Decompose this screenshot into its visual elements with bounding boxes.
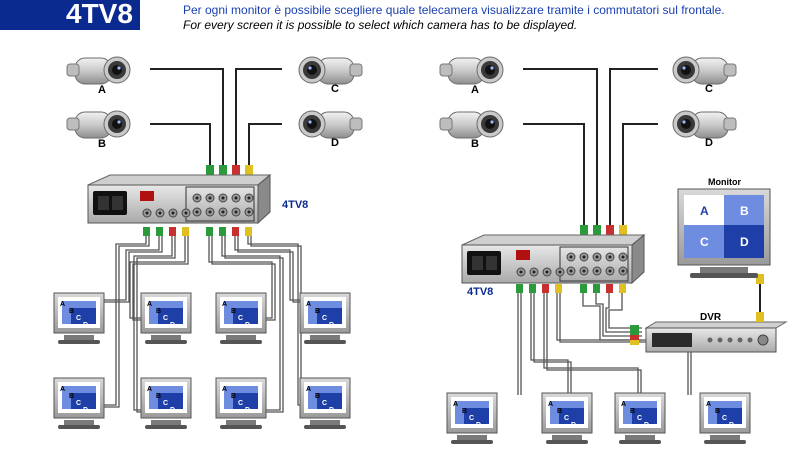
cable-plug-green: [593, 225, 601, 235]
monitor-quad-label: B: [69, 308, 74, 315]
camera-c: [298, 56, 363, 85]
monitor-quad-label: C: [76, 315, 81, 322]
monitor-quad-label: A: [621, 401, 626, 408]
monitor-cables-right: [517, 293, 692, 395]
monitor-quad-label: B: [315, 393, 320, 400]
monitor-quad-label: D: [170, 322, 175, 329]
monitor-quad-label: D: [729, 422, 734, 429]
camera-b-right: [440, 111, 503, 138]
monitor-quad-label: D: [170, 407, 175, 414]
dvr-label: DVR: [700, 312, 722, 323]
camera-label-c: C: [331, 83, 339, 95]
camera-c-right: [672, 56, 737, 85]
dvr-cables: [582, 293, 642, 341]
monitor-quad-label: C: [322, 315, 327, 322]
camera-label-d: D: [331, 137, 339, 149]
main-monitor: [677, 188, 771, 278]
camera-label-d-right: D: [705, 137, 713, 149]
monitor-quad-label: C: [469, 415, 474, 422]
camera-d-right: [672, 110, 737, 139]
monitor-quad-label: B: [156, 308, 161, 315]
monitor-quad-label: B: [557, 408, 562, 415]
output-plugs-left: [143, 227, 252, 236]
cable-plug-yellow: [245, 165, 253, 175]
monitor-quad-label: A: [706, 401, 711, 408]
monitor-quad-label: D: [571, 422, 576, 429]
monitor-quad-label: B: [315, 308, 320, 315]
monitor-quad-label: C: [238, 400, 243, 407]
monitor-quad-label: D: [329, 322, 334, 329]
monitor-quad-label: A: [222, 386, 227, 393]
page-title: 4TV8: [66, 0, 133, 29]
monitor-quad-label: C: [163, 315, 168, 322]
dvr-input-plugs: [630, 325, 639, 345]
camera-label-b-right: B: [471, 138, 479, 150]
cable-plug-red: [232, 165, 240, 175]
monitor-quad-label: B: [156, 393, 161, 400]
monitor-quad-label: C: [238, 315, 243, 322]
monitor-quad-label: A: [60, 301, 65, 308]
quad-label-b: B: [740, 204, 749, 218]
camera-label-c-right: C: [705, 83, 713, 95]
camera-b: [67, 111, 130, 138]
dvr-monitor-cable: [756, 274, 764, 322]
monitor-quad-label: A: [453, 401, 458, 408]
monitor-quad-label: C: [722, 415, 727, 422]
camera-d: [298, 110, 363, 139]
switcher-label-right: 4TV8: [467, 286, 493, 298]
camera-label-a: A: [98, 84, 106, 96]
monitor-quad-label: A: [548, 401, 553, 408]
monitor-quad-label: A: [147, 301, 152, 308]
switcher-unit-left: [87, 173, 272, 225]
monitor-cables-left: [103, 236, 303, 413]
monitor-quad-label: C: [322, 400, 327, 407]
cable-plug-green: [206, 165, 214, 175]
monitor-quad-label: D: [644, 422, 649, 429]
switcher-label-left: 4TV8: [282, 199, 308, 211]
switcher-unit-right: [461, 233, 646, 285]
description-italian: Per ogni monitor è possibile scegliere q…: [183, 3, 725, 17]
description-english: For every screen it is possible to selec…: [183, 18, 578, 32]
monitor-quad-label: C: [163, 400, 168, 407]
monitor-quad-label: C: [76, 400, 81, 407]
monitor-quad-label: C: [637, 415, 642, 422]
monitor-quad-label: B: [69, 393, 74, 400]
monitor-quad-label: A: [306, 386, 311, 393]
cable-plug-green: [580, 225, 588, 235]
monitor-quad-label: B: [715, 408, 720, 415]
cable-plug-green: [219, 165, 227, 175]
camera-cables-right: [523, 68, 658, 228]
monitor-quad-label: D: [83, 407, 88, 414]
monitor-quad-label: B: [231, 393, 236, 400]
monitor-quad-label: A: [60, 386, 65, 393]
quad-label-a: A: [700, 204, 709, 218]
monitor-quad-label: A: [147, 386, 152, 393]
output-plugs-right: [516, 284, 626, 293]
camera-label-b: B: [98, 138, 106, 150]
monitor-quad-label: B: [231, 308, 236, 315]
dvr-unit: [644, 321, 788, 353]
quad-label-c: C: [700, 235, 709, 249]
cable-plug-red: [606, 225, 614, 235]
monitor-quad-label: D: [83, 322, 88, 329]
monitor-quad-label: C: [564, 415, 569, 422]
monitor-quad-label: A: [222, 301, 227, 308]
monitor-quad-label: B: [630, 408, 635, 415]
monitor-quad-label: B: [462, 408, 467, 415]
monitor-quad-label: D: [329, 407, 334, 414]
monitor-quad-label: D: [245, 322, 250, 329]
monitor-quad-label: D: [476, 422, 481, 429]
monitor-quad-label: D: [245, 407, 250, 414]
monitor-label: Monitor: [708, 177, 741, 187]
monitor-quad-label: A: [306, 301, 311, 308]
camera-label-a-right: A: [471, 84, 479, 96]
title-banner: 4TV8: [0, 0, 140, 30]
camera-a-right: [440, 57, 503, 84]
camera-a: [67, 57, 130, 84]
camera-cables-left: [150, 68, 282, 168]
cable-plug-yellow: [619, 225, 627, 235]
quad-label-d: D: [740, 235, 749, 249]
